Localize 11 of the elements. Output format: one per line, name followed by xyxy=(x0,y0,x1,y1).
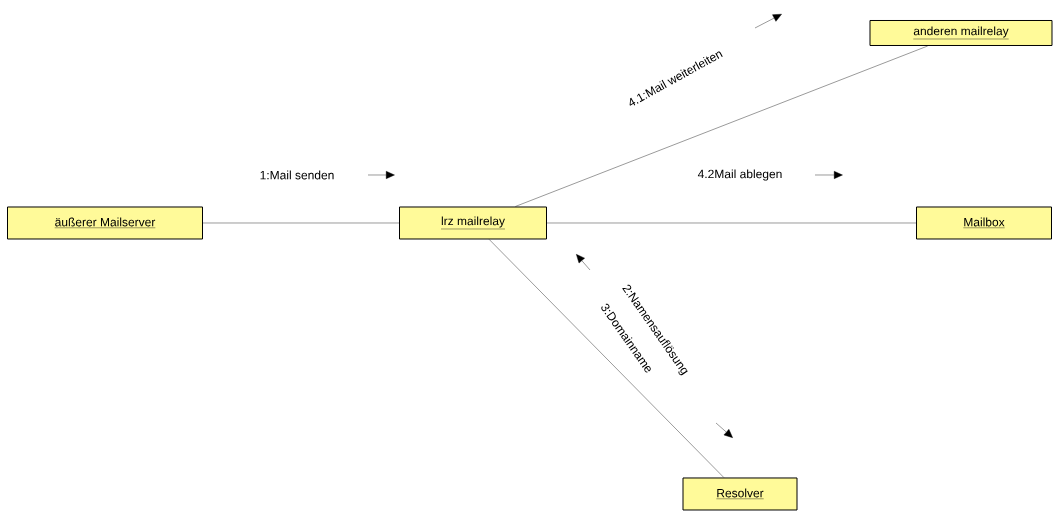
object-box: äußerer Mailserver xyxy=(7,206,203,240)
link-line xyxy=(202,222,400,224)
object-box: lrz mailrelay xyxy=(399,206,547,240)
object-box: Resolver xyxy=(682,477,798,511)
message-label: 1:Mail senden xyxy=(260,170,334,180)
link-line xyxy=(489,239,724,478)
link-line xyxy=(515,45,928,207)
message-label: 4.2Mail ablegen xyxy=(697,169,782,181)
object-box: anderen mailrelay xyxy=(869,20,1053,46)
link-line xyxy=(546,222,917,224)
object-box: Mailbox xyxy=(916,206,1052,240)
